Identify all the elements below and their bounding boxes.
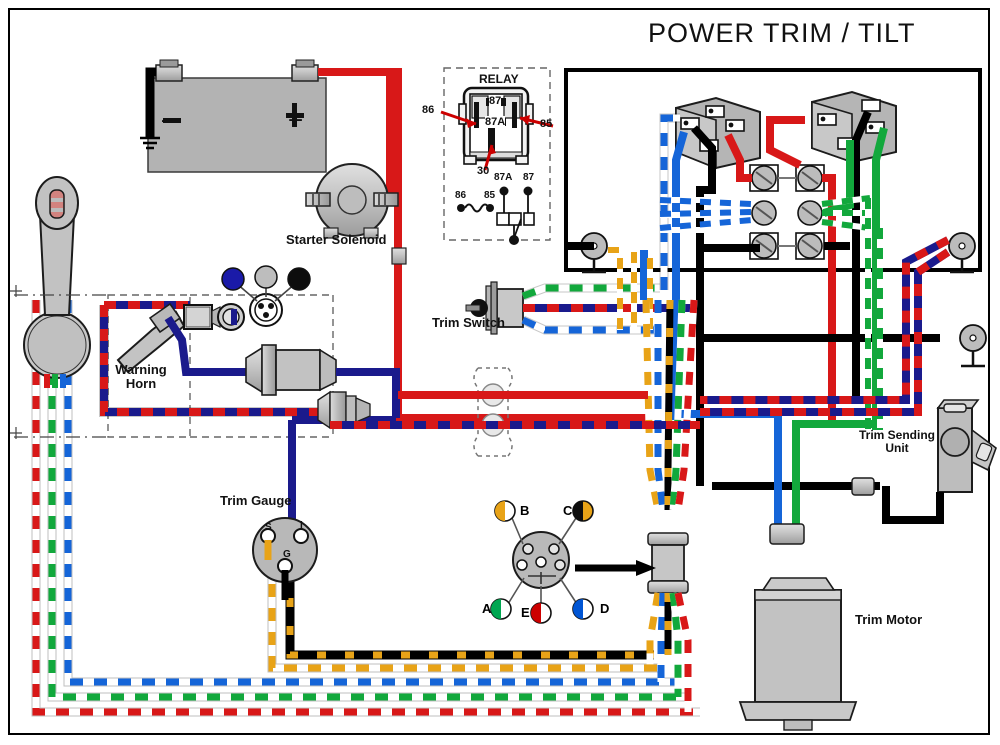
relay-schematic-87: 87 <box>523 172 535 183</box>
horn-connector <box>183 303 245 331</box>
wire-blue-white-engine <box>659 113 753 290</box>
wire-black-orange-bottom <box>285 570 654 660</box>
label-trim-gauge: Trim Gauge <box>220 493 292 508</box>
wire-red-white-loop <box>31 300 700 717</box>
ground-terminal-left <box>568 232 608 274</box>
wire-horn-darkblue <box>164 315 250 376</box>
trim-switch <box>465 281 524 335</box>
ground-terminal-lower-right <box>959 324 987 368</box>
gauge-terminal-i: I <box>300 520 303 531</box>
relay-schematic-85: 85 <box>484 190 496 201</box>
pin-legend-graphic <box>507 517 656 605</box>
battery-positive-label: + <box>288 105 304 135</box>
wire-blue-white-loop <box>63 300 676 687</box>
label-trim-switch: Trim Switch <box>432 315 505 330</box>
engine-relay-left <box>675 96 761 170</box>
motor-connector <box>769 523 805 545</box>
pin-legend-swatches <box>490 500 594 624</box>
relay-terminal-86-callout: 86 <box>422 104 435 116</box>
pin-label-d: D <box>600 601 610 616</box>
splice-dashed-box <box>473 367 513 457</box>
relay-callout-arrows <box>440 110 554 171</box>
gauge-terminal-s: S <box>265 522 272 533</box>
pin-label-e: E <box>521 605 530 620</box>
relay-terminal-87-label: 87 <box>489 95 502 107</box>
three-pin-connector <box>221 265 311 327</box>
relay-schematic-87a: 87A <box>494 172 513 183</box>
pin-label-b: B <box>520 503 530 518</box>
wire-red-blue-loop <box>99 301 330 417</box>
pin-label-c: C <box>563 503 573 518</box>
wire-orange-white-bottom <box>267 560 664 673</box>
remote-control-handle <box>23 176 91 388</box>
label-warning-horn: Warning Horn <box>115 362 167 391</box>
pin-label-a: A <box>482 601 492 616</box>
label-trim-sending-unit: Trim Sending Unit <box>858 428 935 455</box>
relay-terminal-85-callout: 85 <box>540 118 553 130</box>
wire-darkblue-to-gauge <box>336 368 400 418</box>
wire-red-blue-right <box>700 236 951 416</box>
inline-connector-black-right <box>851 477 875 496</box>
trim-sending-unit <box>936 399 997 493</box>
inline-connector-horn <box>245 344 337 396</box>
relay-schematic-86: 86 <box>455 190 467 201</box>
starter-solenoid <box>305 163 407 265</box>
warning-horn <box>116 302 186 374</box>
relay-detail-dashed-box <box>443 67 551 241</box>
wire-switch-blue-white <box>521 315 660 335</box>
label-starter-solenoid: Starter Solenoid <box>286 232 387 247</box>
engine-relay-right <box>811 90 897 164</box>
wire-sending-unit-black <box>882 486 944 524</box>
wire-switch-green-white <box>521 283 660 301</box>
gauge-terminal-g: G <box>283 549 291 560</box>
wire-battery-ground-black <box>140 67 160 150</box>
ground-terminal-right <box>948 232 976 274</box>
wire-orange-engine <box>608 247 653 330</box>
page-title: POWER TRIM / TILT <box>648 18 916 48</box>
wire-green-white-loop <box>47 300 690 702</box>
relay-terminal-87a-label: 87A <box>485 116 506 128</box>
label-trim-motor: Trim Motor <box>855 612 923 627</box>
relay-schematic <box>457 186 535 245</box>
reference-dash-lines <box>10 285 110 439</box>
engine-enclosure <box>564 68 982 272</box>
relay-terminal-30-callout: 30 <box>477 165 490 177</box>
main-harness-bundle <box>642 299 698 712</box>
battery <box>147 59 327 173</box>
relay-detail-title: RELAY <box>479 72 519 86</box>
diagram-border <box>8 8 990 735</box>
trim-motor <box>738 577 858 731</box>
battery-negative-label: — <box>162 110 180 130</box>
